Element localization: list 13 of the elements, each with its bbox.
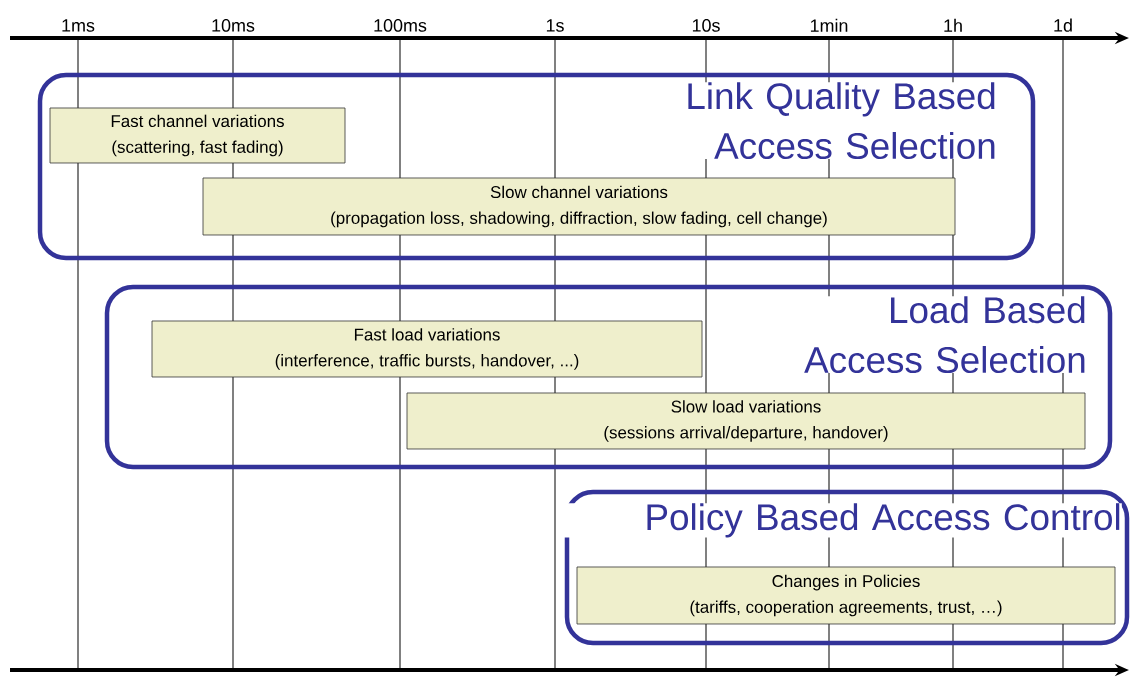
variation-box: Slow channel variations (propagation loss, shadowing, diffraction, slow fading, cell change) (202, 177, 956, 236)
tick-label: 1ms (62, 19, 95, 32)
tick-label: 100ms (374, 19, 427, 32)
tick-label: 10ms (212, 19, 255, 32)
variation-box: Changes in Policies (tariffs, cooperation agreements, trust, …) (576, 566, 1116, 625)
tick-label: 1s (546, 19, 564, 32)
tick-label: 1h (944, 18, 962, 32)
variation-box: Fast channel variations (scattering, fast fading) (49, 107, 346, 164)
tick-label: 10s (692, 19, 720, 32)
tick-label: 1d (1054, 18, 1072, 32)
variation-box: Slow load variations (sessions arrival/departure, handover) (406, 392, 1086, 450)
tick-label: 1min (810, 18, 848, 32)
variation-box: Fast load variations (interference, traffic bursts, handover, ...) (151, 320, 703, 378)
